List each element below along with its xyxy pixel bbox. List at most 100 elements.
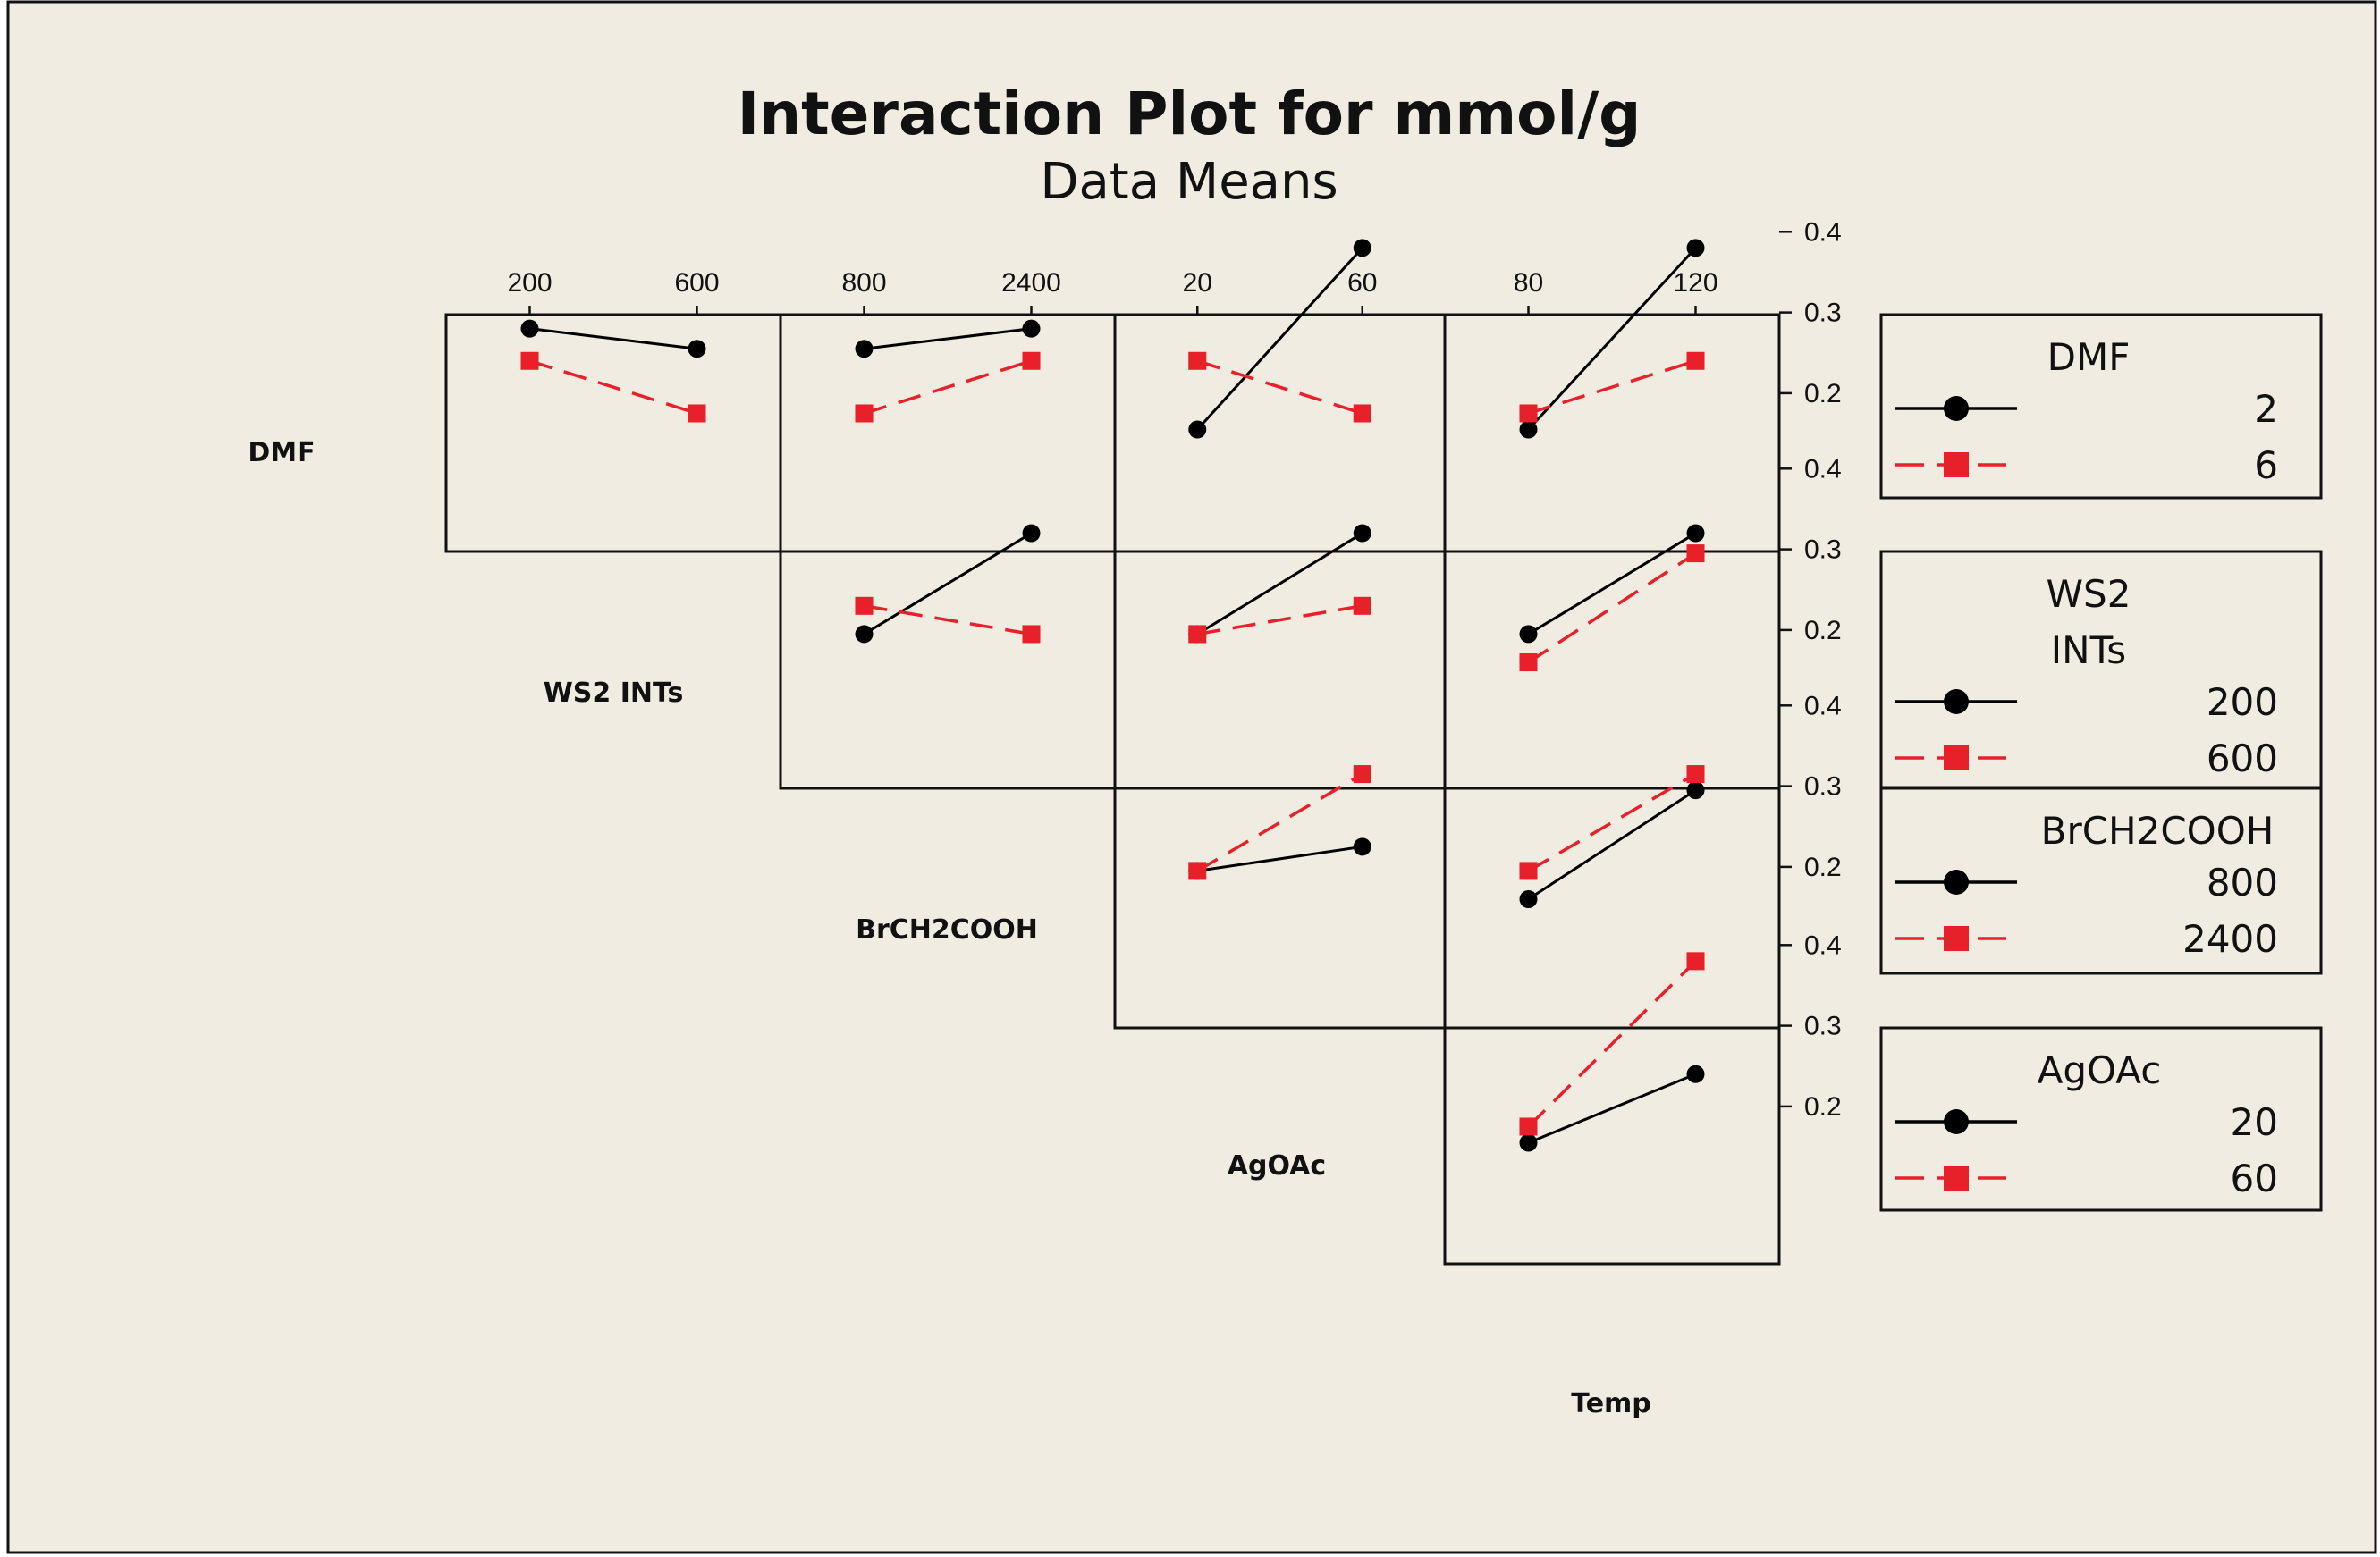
data-point-800-120 bbox=[1686, 781, 1705, 800]
y-tick-label: 0.2 bbox=[1804, 379, 1842, 408]
data-point-600-120 bbox=[1686, 544, 1705, 563]
data-point-6-60 bbox=[1353, 404, 1371, 423]
legend-title: INTs bbox=[2051, 628, 2126, 672]
legend-level-600: 600 bbox=[2207, 736, 2278, 780]
y-axis-row-dmf: 0.40.30.2 bbox=[1779, 217, 1842, 408]
factor-label-agoac: AgOAc bbox=[1228, 1150, 1326, 1182]
chart-subtitle: Data Means bbox=[1040, 153, 1338, 211]
legend-agoac: AgOAc 20 60 bbox=[1879, 1026, 2323, 1212]
data-point-2-600 bbox=[688, 340, 706, 358]
data-point-6-600 bbox=[688, 404, 706, 423]
factor-label-dmf: DMF bbox=[248, 437, 315, 468]
y-tick-label: 0.4 bbox=[1804, 454, 1842, 484]
data-point-600-60 bbox=[1353, 596, 1371, 615]
legend-level-6: 6 bbox=[2254, 443, 2278, 487]
y-tick-label: 0.3 bbox=[1804, 299, 1842, 328]
factor-label-brch2cooh: BrCH2COOH bbox=[856, 914, 1038, 946]
x-tick-label: 20 bbox=[1183, 268, 1212, 298]
y-axis-row-agoac: 0.4 0.3 0.2 bbox=[1779, 930, 1842, 1122]
legends-layer: DMF26WS2INTs200600BrCH2COOH8002400AgOAc2… bbox=[1879, 313, 2323, 1212]
legend-title: AgOAc bbox=[2038, 1048, 2162, 1092]
data-point-800-80 bbox=[1519, 890, 1538, 909]
series-line-dmf-6 bbox=[1527, 359, 1697, 416]
series-line-dmf-2 bbox=[529, 327, 697, 350]
legend-marker-200 bbox=[1944, 689, 1969, 714]
y-axis-row-brch2cooh: 0.4 0.3 0.2 bbox=[1779, 691, 1842, 882]
legend-marker-800 bbox=[1944, 870, 1969, 895]
series-line-agoac-20 bbox=[1527, 1073, 1697, 1144]
series-line-agoac-60 bbox=[1527, 960, 1697, 1128]
data-point-2400-20 bbox=[1188, 862, 1207, 880]
data-point-200-120 bbox=[1686, 524, 1705, 543]
legend-marker-60 bbox=[1944, 1166, 1969, 1191]
series-line-dmf-6 bbox=[1196, 359, 1363, 416]
legend-title: DMF bbox=[2047, 335, 2131, 379]
data-point-200-60 bbox=[1353, 524, 1371, 543]
data-point-20-80 bbox=[1519, 1133, 1538, 1152]
data-point-2-800 bbox=[855, 340, 874, 358]
x-axis-temp: 80 120 bbox=[1514, 268, 1718, 315]
y-tick-label: 0.2 bbox=[1804, 853, 1842, 882]
legend-level-2: 2 bbox=[2254, 387, 2278, 431]
legend-marker-2 bbox=[1944, 396, 1969, 421]
x-tick-label: 2400 bbox=[1001, 268, 1061, 298]
x-tick-label: 600 bbox=[674, 268, 719, 298]
data-point-2-80 bbox=[1519, 420, 1538, 439]
data-point-6-80 bbox=[1519, 404, 1538, 423]
legend-marker-20 bbox=[1944, 1109, 1969, 1134]
data-point-2-120 bbox=[1686, 239, 1705, 257]
chart-title: Interaction Plot for mmol/g bbox=[738, 80, 1642, 148]
x-tick-label: 800 bbox=[841, 268, 886, 298]
legend-frame bbox=[1879, 787, 2323, 975]
data-point-200-80 bbox=[1519, 625, 1538, 644]
y-tick-label: 0.4 bbox=[1804, 930, 1842, 960]
series-line-brch2cooh-800 bbox=[1197, 845, 1363, 872]
series-line-ws2-ints-600 bbox=[864, 604, 1032, 636]
series-line-brch2cooh-2400 bbox=[1196, 772, 1363, 872]
legend-marker-2400 bbox=[1944, 926, 1969, 951]
series-line-ws2-ints-200 bbox=[863, 532, 1033, 635]
y-tick-label: 0.3 bbox=[1804, 535, 1842, 565]
legend-level-20: 20 bbox=[2231, 1100, 2278, 1144]
data-point-2-2400 bbox=[1022, 319, 1041, 338]
y-tick-label: 0.3 bbox=[1804, 1012, 1842, 1041]
series-line-ws2-ints-200 bbox=[1527, 532, 1697, 635]
y-tick-label: 0.2 bbox=[1804, 1092, 1842, 1122]
series-line-ws2-ints-200 bbox=[1196, 532, 1363, 635]
y-tick-label: 0.2 bbox=[1804, 616, 1842, 645]
legend-level-200: 200 bbox=[2207, 680, 2278, 724]
legend-frame bbox=[1879, 1026, 2323, 1212]
x-axis-brch2cooh: 800 2400 bbox=[841, 268, 1061, 315]
x-tick-label: 80 bbox=[1514, 268, 1543, 298]
data-point-60-80 bbox=[1519, 1117, 1538, 1136]
legend-frame bbox=[1879, 313, 2323, 500]
legend-title: BrCH2COOH bbox=[2041, 809, 2275, 853]
series-line-dmf-6 bbox=[528, 359, 698, 416]
data-point-600-800 bbox=[855, 596, 874, 615]
y-tick-label: 0.3 bbox=[1804, 772, 1842, 802]
panel-agoac-by-temp bbox=[1443, 952, 1781, 1266]
data-point-2-200 bbox=[520, 319, 539, 338]
data-point-200-2400 bbox=[1022, 524, 1041, 543]
data-point-2400-80 bbox=[1519, 862, 1538, 880]
data-point-800-60 bbox=[1353, 837, 1371, 856]
data-point-600-20 bbox=[1188, 625, 1207, 644]
factor-label-ws2-ints: WS2 INTs bbox=[544, 678, 684, 709]
data-point-6-200 bbox=[520, 351, 539, 370]
x-tick-label: 120 bbox=[1673, 268, 1717, 298]
series-line-brch2cooh-2400 bbox=[1527, 772, 1697, 872]
data-point-6-20 bbox=[1188, 351, 1207, 370]
data-point-600-2400 bbox=[1022, 625, 1041, 644]
data-point-6-800 bbox=[855, 404, 874, 423]
data-point-600-80 bbox=[1519, 653, 1538, 672]
series-line-dmf-2 bbox=[1527, 247, 1697, 431]
data-point-2-20 bbox=[1188, 420, 1207, 439]
legend-level-60: 60 bbox=[2231, 1157, 2278, 1200]
y-tick-label: 0.4 bbox=[1804, 691, 1842, 720]
